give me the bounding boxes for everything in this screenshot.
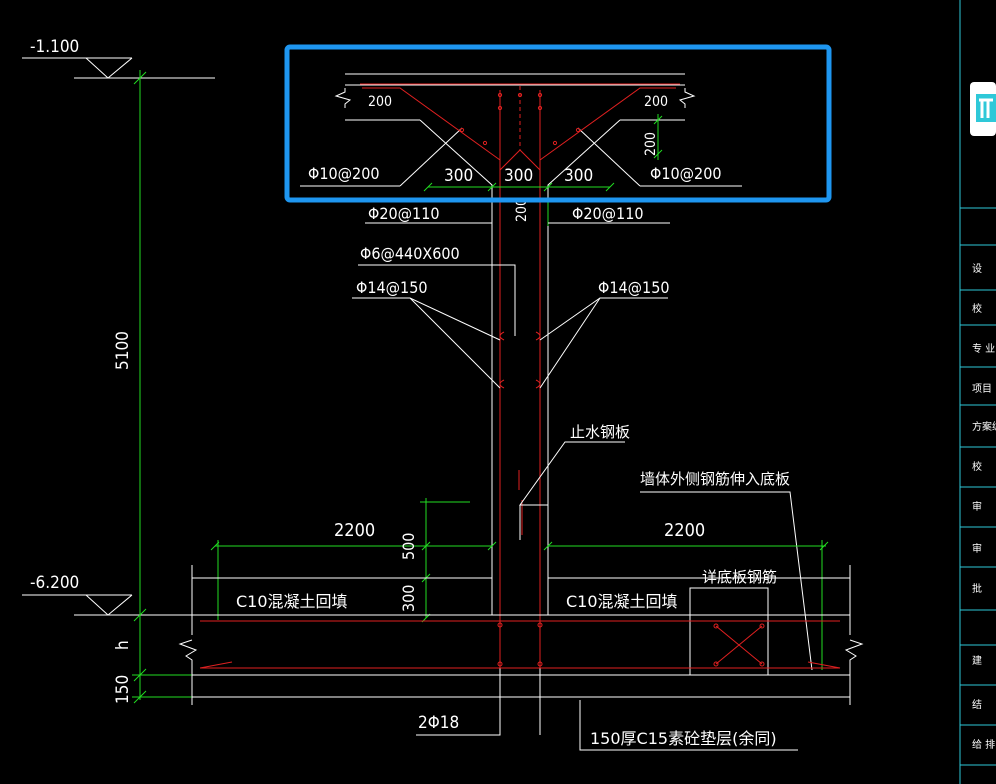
rebar-top-left-label: Φ20@110 (368, 204, 440, 223)
haunch-right-label: 200 (644, 94, 668, 110)
tb-row-3: 项目 (972, 383, 992, 395)
dist-rebar-right-label: Φ14@150 (598, 278, 670, 297)
leader-lines (352, 222, 813, 751)
tb-row-8: 批 (972, 582, 982, 595)
dist-rebar-left-label: Φ14@150 (356, 278, 428, 297)
rebar-left-top-label: Φ10@200 (308, 164, 380, 183)
tb-row-5: 校 (972, 460, 982, 473)
tb-row-0: 设 (972, 263, 982, 275)
tb-row-11: 结 (972, 698, 982, 711)
title-block (959, 0, 996, 784)
wall-thick-label: 200 (514, 198, 530, 222)
tb-row-2: 专 业 (972, 342, 995, 355)
fill-right-label: C10混凝土回填 (566, 592, 678, 611)
wall-extend-label: 墙体外侧钢筋伸入底板 (640, 470, 790, 488)
elevation-bottom-label: -6.200 (30, 573, 79, 593)
tb-row-12: 给 排 (972, 738, 995, 751)
top-detail-dimensions (423, 114, 663, 226)
dim-h: h (113, 640, 133, 650)
pad-note-label: 150厚C15素砼垫层(余同) (590, 729, 777, 748)
tb-row-1: 校 (972, 302, 982, 315)
dim-right-width: 2200 (664, 520, 705, 541)
seg-mid-label: 300 (504, 166, 533, 186)
tb-row-7: 审 (972, 542, 982, 555)
bottom-dimensions (210, 498, 829, 670)
top-beam-outline (300, 73, 742, 198)
top-beam-rebar (360, 83, 680, 171)
dim-upper-seg: 500 (399, 533, 418, 560)
elevation-top-label: -1.100 (30, 37, 79, 57)
rebar-top-right-label: Φ20@110 (572, 204, 644, 223)
bottom-slab-rebar (199, 620, 841, 669)
tb-row-6: 审 (972, 500, 982, 513)
company-logo-icon (970, 82, 996, 136)
haunch-left-label: 200 (368, 94, 392, 110)
selection-highlight[interactable] (284, 44, 832, 203)
rebar-right-top-label: Φ10@200 (650, 164, 722, 183)
seg-left-label: 300 (444, 166, 473, 186)
waterstop-label: 止水钢板 (570, 423, 630, 441)
tb-row-10: 建 (972, 654, 982, 667)
dim-pad: 150 (113, 675, 133, 704)
bottom-rebar-ref-label: 详底板钢筋 (702, 568, 777, 586)
elevation-top-marker (22, 57, 215, 79)
dim-lower-seg: 300 (399, 585, 418, 612)
dim-left-width: 2200 (334, 520, 375, 541)
dim-total-height: 5100 (113, 331, 133, 370)
wall-rebar (499, 86, 541, 668)
fill-left-label: C10混凝土回填 (236, 592, 348, 611)
seg-right-label: 300 (564, 166, 593, 186)
bottom-bars-label: 2Φ18 (418, 713, 459, 733)
haunch-vertical-label: 200 (643, 132, 659, 156)
tb-row-4: 方案编 (972, 420, 996, 433)
fill-outline (178, 565, 864, 705)
tie-rebar-label: Φ6@440X600 (360, 244, 460, 263)
